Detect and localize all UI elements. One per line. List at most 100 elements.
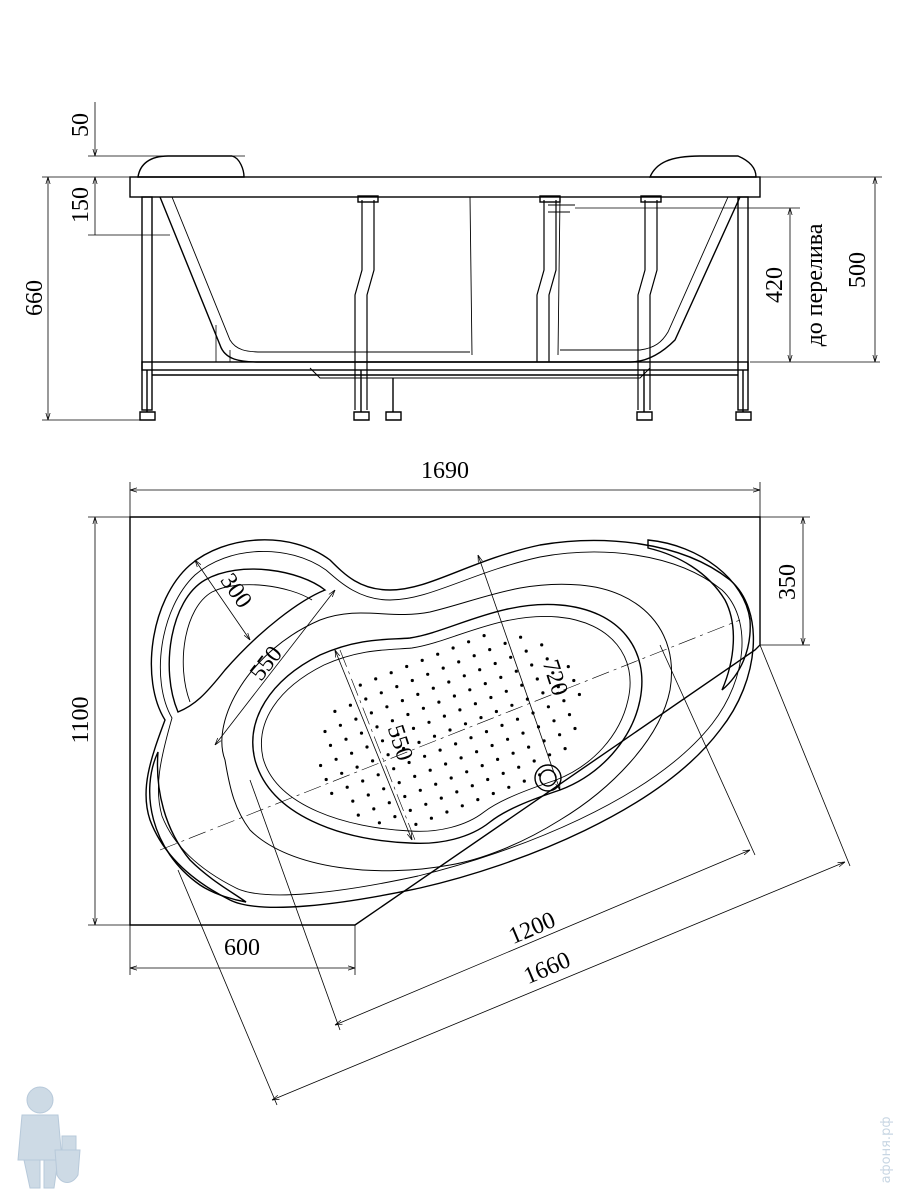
jet-dot	[465, 770, 469, 774]
top-dimension-labels: 1690 1100 350 600 1200 1660 300 550 720 …	[68, 458, 801, 990]
jet-dot	[563, 747, 567, 751]
jet-dot	[527, 745, 531, 749]
jet-dot	[431, 686, 435, 690]
jet-dot	[562, 699, 566, 703]
bowl-inner-line	[261, 615, 631, 832]
armrest-right	[647, 539, 751, 691]
jet-dot	[387, 801, 391, 805]
jet-dot	[473, 702, 477, 706]
side-dimension-labels: 50 150 660 420 до перелива 500	[22, 113, 871, 346]
jet-dot	[506, 737, 510, 741]
jet-dot	[463, 722, 468, 726]
jet-dot	[411, 726, 416, 731]
jet-dot	[374, 677, 378, 681]
jet-dot	[514, 669, 518, 673]
overflow-note: до перелива	[802, 223, 828, 346]
dim-left-offset: 600	[224, 935, 260, 961]
tub-inner-line-right	[560, 196, 729, 351]
jet-dot	[386, 753, 390, 757]
centre-line	[159, 619, 741, 851]
jet-dot	[333, 709, 337, 714]
jet-dot	[323, 729, 327, 734]
jet-dot	[540, 643, 544, 647]
jet-dot	[319, 763, 323, 768]
jet-dot	[519, 635, 523, 639]
jet-dot	[567, 713, 572, 717]
plumber-mascot-icon	[17, 1086, 81, 1189]
frame-post	[357, 195, 379, 203]
bowl-inner	[252, 603, 643, 845]
jet-dot	[573, 726, 577, 731]
jet-dot	[410, 678, 414, 683]
jet-dot	[546, 705, 551, 709]
jet-dot	[460, 804, 464, 808]
jet-dot	[366, 793, 370, 797]
dim-corner: 350	[775, 564, 801, 600]
jet-dot	[340, 771, 344, 775]
dim-depth: 500	[845, 252, 871, 288]
left-headrest	[137, 155, 245, 178]
jet-dot	[457, 660, 461, 664]
jet-dot	[407, 760, 411, 765]
jet-dot	[504, 689, 508, 693]
drain-outer	[534, 764, 562, 792]
dim-seat: 300	[215, 569, 257, 613]
jet-dot	[530, 663, 534, 667]
jet-dot	[541, 691, 545, 695]
jet-dot	[426, 672, 430, 676]
frame-post	[354, 200, 375, 410]
jet-dot	[414, 822, 418, 827]
jet-dot	[438, 748, 442, 752]
jet-dot	[496, 757, 500, 762]
frame-rail	[141, 361, 749, 371]
jet-dot	[436, 652, 440, 656]
foot	[385, 378, 402, 421]
jet-dot	[448, 728, 452, 732]
jet-dot	[328, 743, 333, 748]
jet-dot	[348, 703, 352, 707]
dim-seat-depth: 550	[245, 642, 288, 686]
jet-dot	[472, 654, 476, 658]
jet-dot	[395, 685, 399, 689]
jet-dot	[377, 821, 381, 825]
tub-step	[469, 196, 561, 356]
top-dimensions	[88, 482, 851, 1106]
jet-dot	[432, 734, 437, 738]
jet-dot	[420, 658, 424, 663]
jet-dot	[515, 717, 520, 721]
jet-dot	[454, 742, 458, 746]
jet-dot	[552, 719, 556, 723]
jet-dot	[489, 695, 493, 700]
jet-dot	[400, 699, 404, 703]
jet-dot	[439, 796, 443, 800]
jet-dot	[413, 774, 417, 779]
jet-dot	[452, 694, 456, 698]
jet-dot	[424, 802, 428, 806]
jet-dot	[483, 682, 487, 686]
foot	[139, 370, 156, 421]
dim-overflow: 420	[762, 267, 788, 303]
jet-dot	[458, 708, 462, 712]
jet-dot	[393, 815, 397, 819]
side-dimensions	[42, 102, 882, 421]
foot	[735, 370, 752, 421]
jet-dot	[375, 725, 379, 729]
jet-dot	[493, 661, 497, 666]
frame-post	[637, 200, 658, 410]
jet-dot	[324, 777, 328, 782]
jet-dot	[428, 768, 432, 772]
jet-dot	[408, 808, 412, 813]
jet-dot	[480, 764, 484, 768]
jet-dot	[488, 648, 492, 652]
jet-dot	[558, 733, 562, 737]
tub-inner-line	[171, 196, 470, 353]
jet-dot	[491, 791, 495, 796]
jet-dot	[338, 723, 342, 727]
jet-dot	[451, 646, 455, 650]
jet-dot	[390, 719, 394, 723]
jet-dot	[499, 675, 503, 680]
jet-dot	[462, 674, 466, 678]
jet-dot	[522, 779, 526, 783]
jet-dot	[447, 680, 451, 684]
